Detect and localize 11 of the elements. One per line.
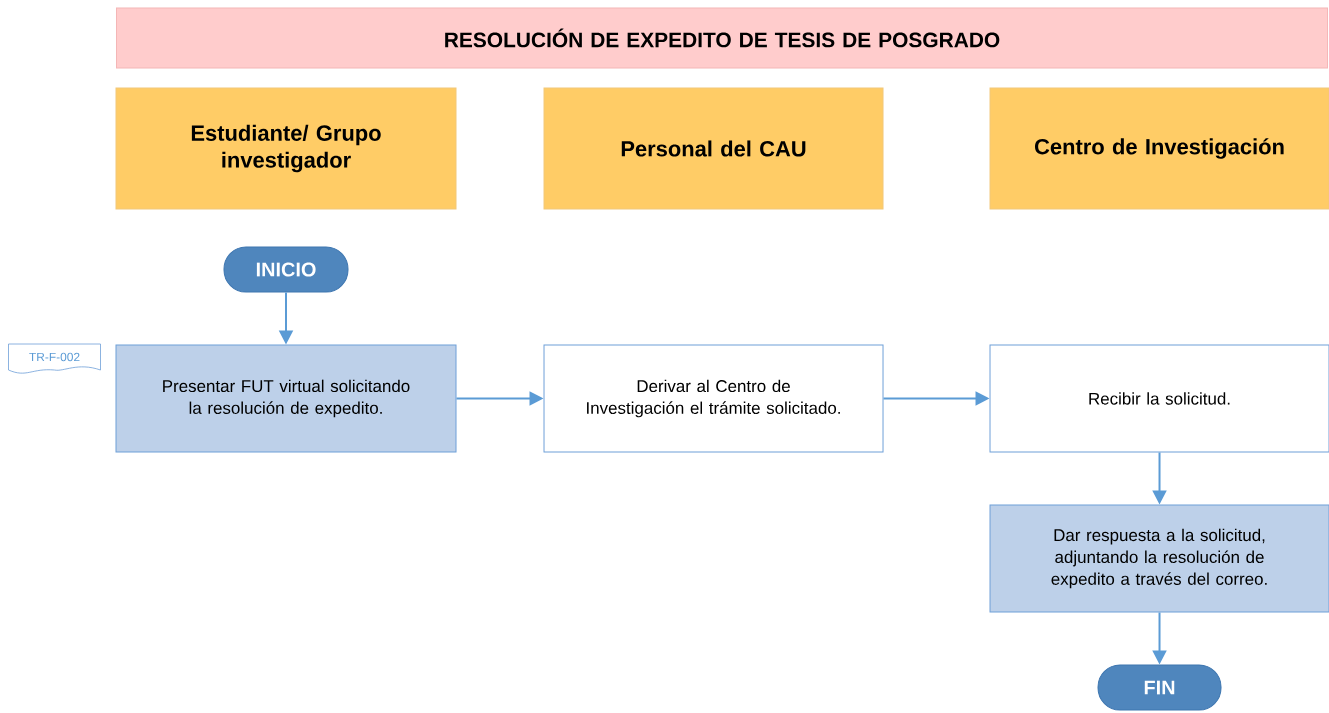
- process-box: Dar respuesta a la solicitud, adjuntando la resolución de expedito a través del correo.: [989, 504, 1329, 613]
- lane-header: Estudiante/ Grupo investigador: [115, 87, 457, 210]
- terminator: FIN: [1097, 664, 1222, 711]
- process-box: Presentar FUT virtual solicitando la resolución de expedito.: [115, 344, 457, 453]
- process-box: Derivar al Centro de Investigación el trámite solicitado.: [543, 344, 884, 453]
- process-box: Recibir la solicitud.: [989, 344, 1329, 453]
- lane-header: Personal del CAU: [543, 87, 884, 210]
- terminator: INICIO: [223, 246, 349, 293]
- lane-header: Centro de Investigación: [989, 87, 1329, 210]
- document-tag: TR-F-002: [8, 343, 101, 374]
- title-band: RESOLUCIÓN DE EXPEDITO DE TESIS DE POSGRADO: [116, 7, 1329, 69]
